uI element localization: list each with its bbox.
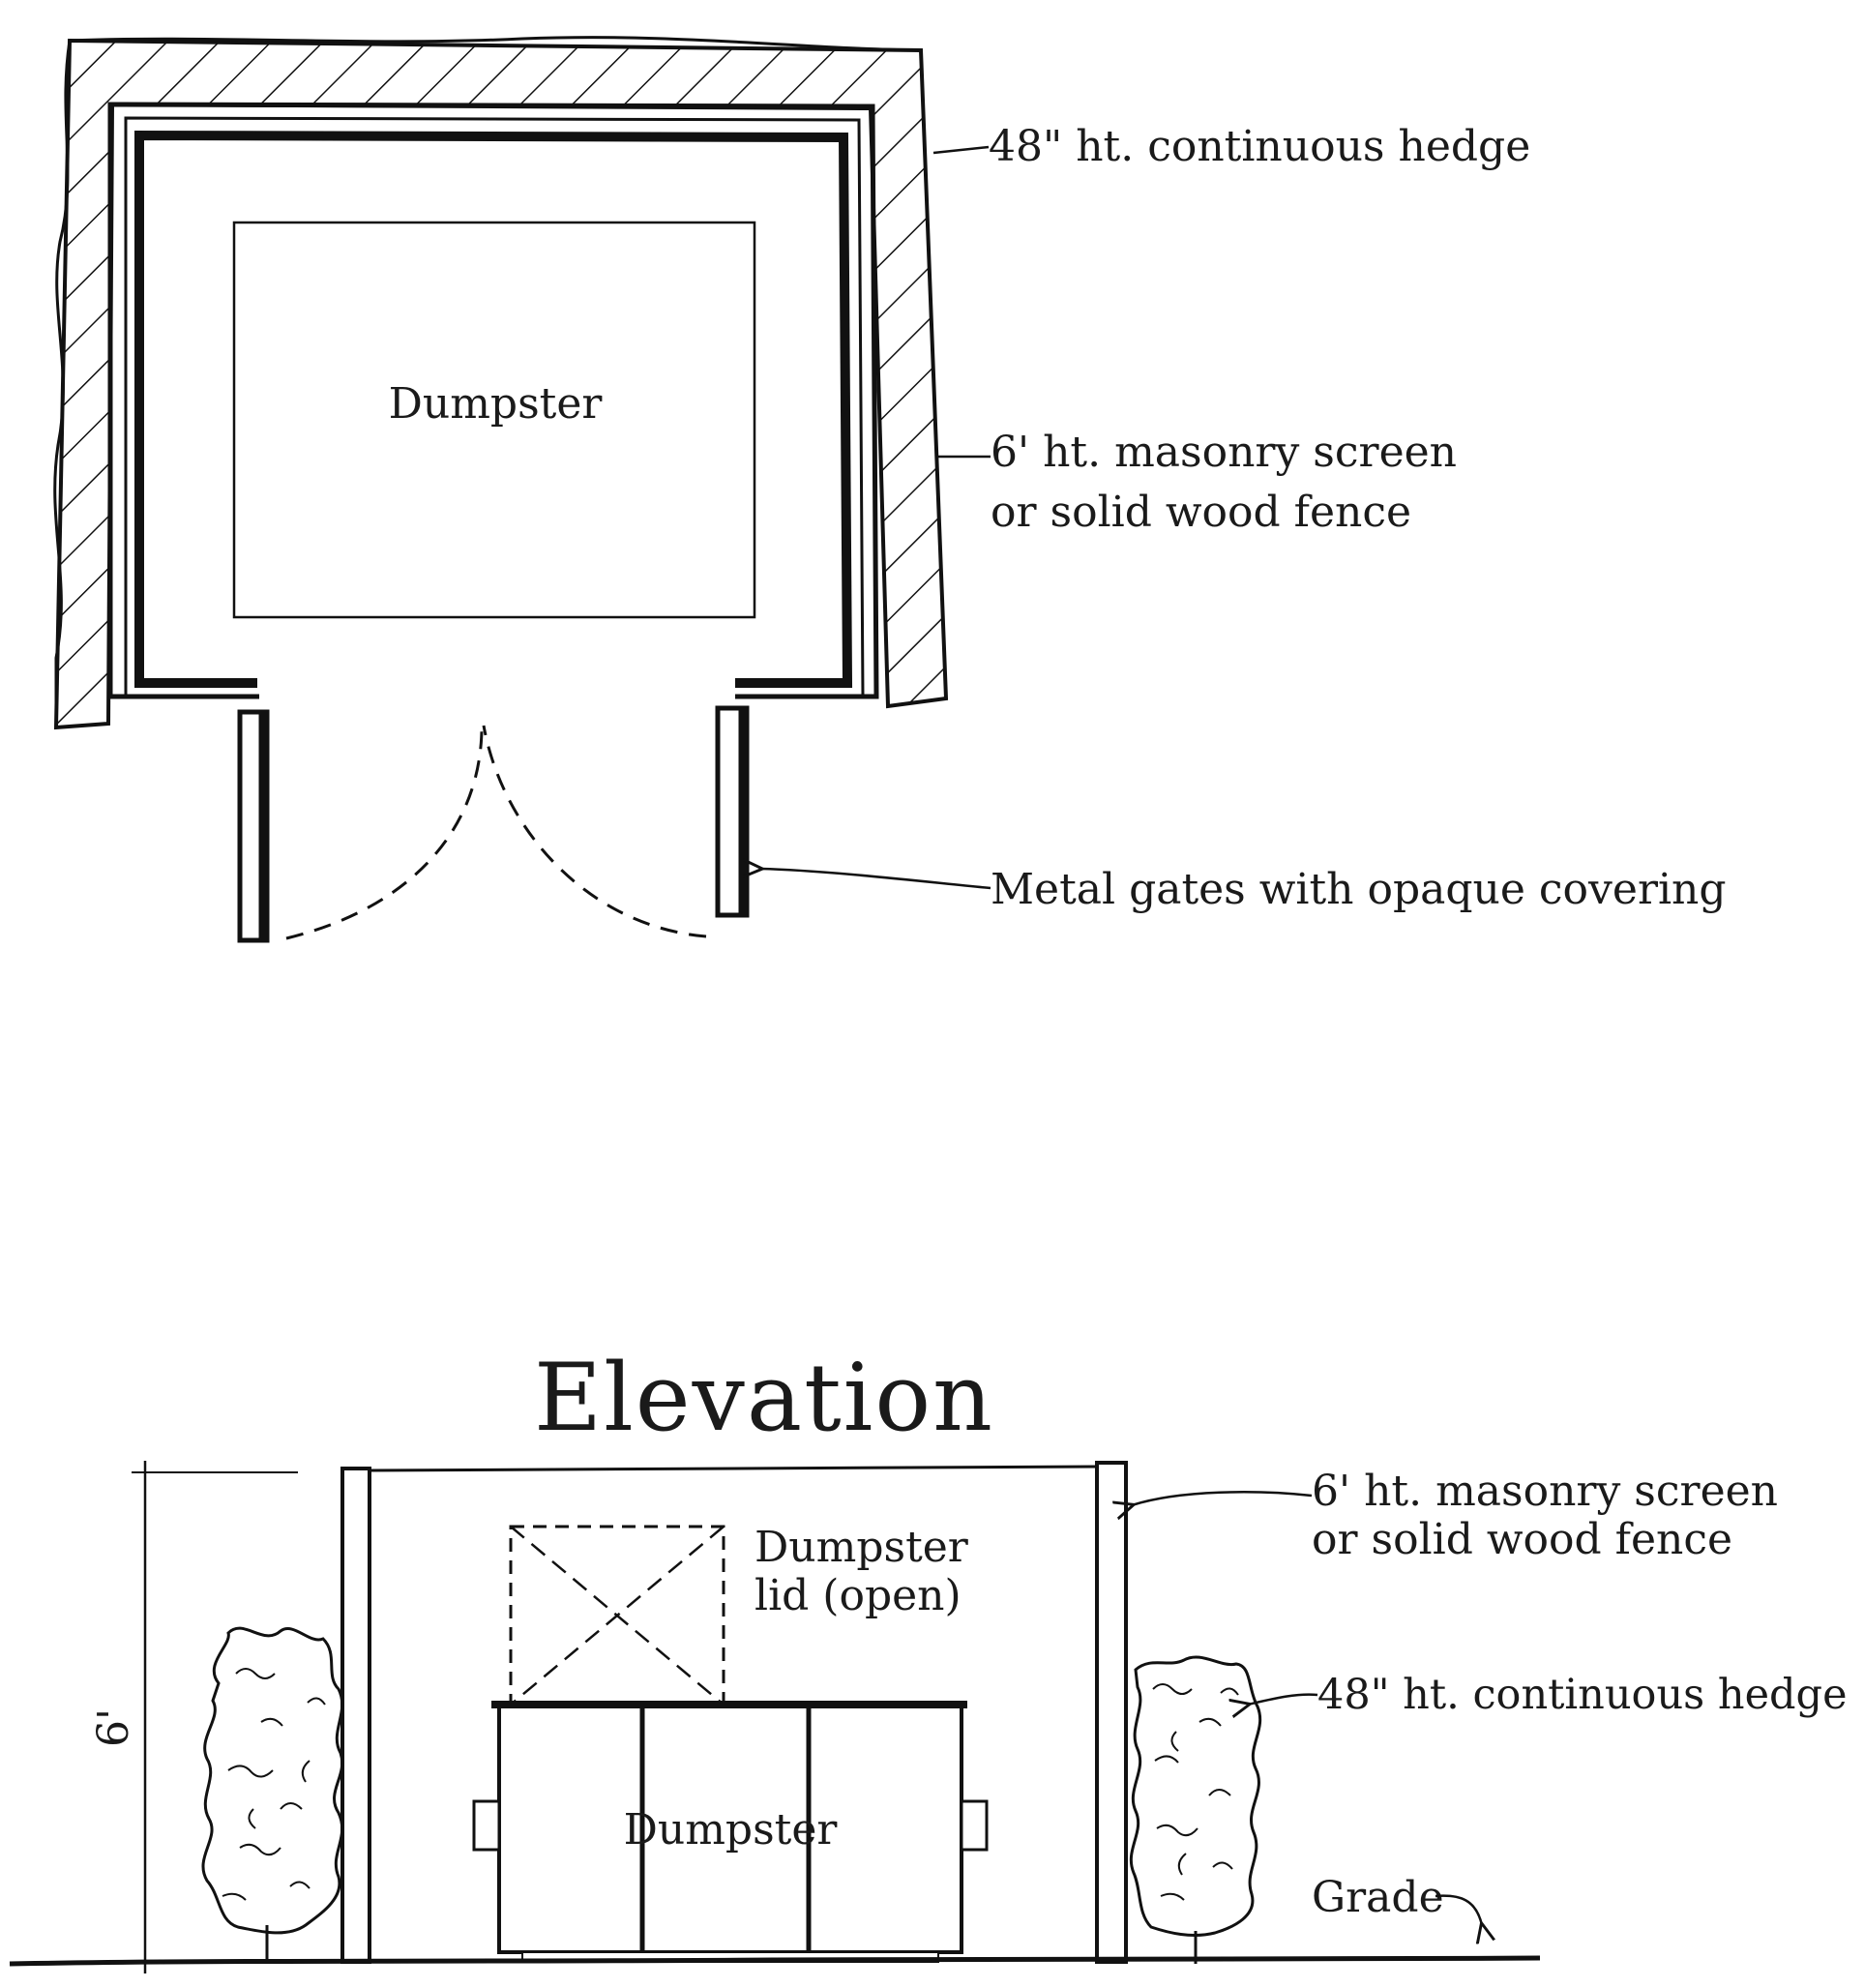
elevation-screen-callout-2: or solid wood fence: [1312, 1515, 1732, 1564]
plan-dumpster: [232, 221, 756, 619]
elevation-dumpster-right-handle: [960, 1799, 989, 1852]
plan-screen-wall-inner: [134, 130, 853, 688]
elevation-screen-callout-1: 6' ht. masonry screen: [1312, 1467, 1778, 1516]
elevation-left-hedge: [201, 1626, 344, 1964]
plan-hedge-left-edge: [53, 40, 72, 727]
plan-screen-callout-2: or solid wood fence: [991, 488, 1411, 537]
plan-hedge-callout: 48" ht. continuous hedge: [989, 122, 1530, 171]
elevation-view: Elevation 6' Dumpster lid (open) Dumpste…: [9, 1344, 1848, 1973]
elevation-dumpster-left-handle: [472, 1799, 501, 1852]
elevation-grade-line: [9, 1955, 1541, 1967]
elevation-dumpster-label: Dumpster: [624, 1805, 839, 1854]
elevation-lid-label-1: Dumpster: [754, 1523, 969, 1572]
plan-right-gate-swing: [482, 725, 707, 938]
plan-view: Dumpster 48" ht. continuous hedge 6' ht.…: [53, 36, 1727, 943]
plan-dumpster-label: Dumpster: [389, 379, 604, 429]
elevation-hedge-callout: 48" ht. continuous hedge: [1317, 1671, 1848, 1719]
elevation-lid-label-2: lid (open): [754, 1571, 962, 1620]
elevation-right-hedge: [1129, 1655, 1262, 1964]
plan-screen-wall-outer: [107, 102, 879, 699]
plan-hedge-top-edge: [69, 36, 922, 52]
plan-left-gate-swing: [285, 721, 484, 940]
elevation-grade-label: Grade: [1312, 1873, 1444, 1922]
elevation-left-wall: [340, 1467, 371, 1964]
elevation-title: Elevation: [534, 1344, 994, 1452]
plan-gates-callout: Metal gates with opaque covering: [991, 865, 1727, 914]
plan-screen-wall-mid: [124, 116, 865, 697]
plan-screen-callout-1: 6' ht. masonry screen: [991, 428, 1457, 477]
elevation-right-wall: [1095, 1461, 1128, 1964]
elevation-height-dimension: 6': [89, 1708, 138, 1747]
